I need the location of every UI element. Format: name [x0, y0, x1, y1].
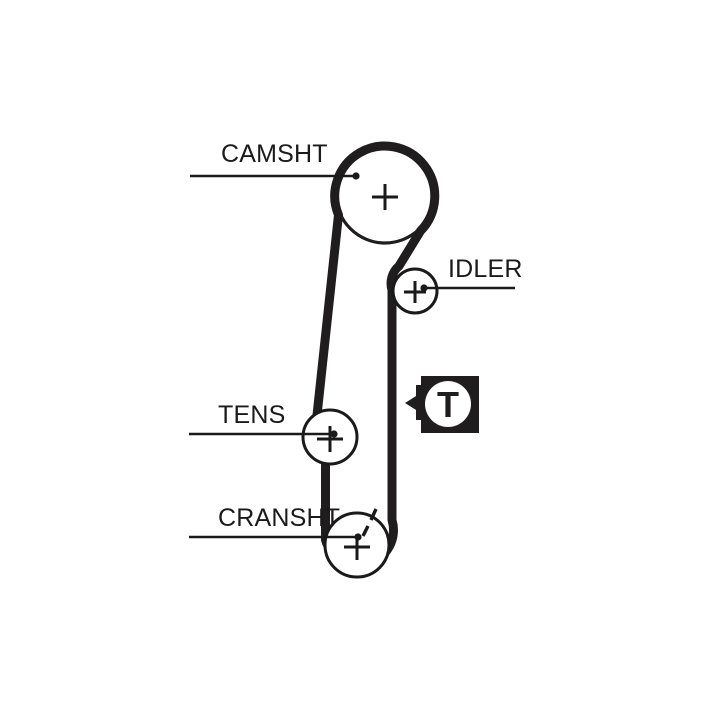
- idler-center-cross-icon: [404, 281, 426, 303]
- tensioner-label: TENS: [218, 401, 285, 429]
- crankshaft-pulley[interactable]: [323, 508, 391, 579]
- timing-direction-badge[interactable]: T: [405, 376, 479, 433]
- camshaft-center-cross-icon: [372, 184, 398, 210]
- camshaft-pulley-ring: [334, 143, 436, 245]
- camshaft-leader-dot: [352, 172, 360, 180]
- leader-lines-group: [189, 172, 515, 541]
- tensioner-pulley[interactable]: [301, 408, 359, 466]
- camshaft-pulley[interactable]: [334, 143, 436, 245]
- badge-disc: [425, 381, 471, 427]
- badge-letter: T: [437, 384, 459, 425]
- idler-label: IDLER: [448, 255, 523, 283]
- tensioner-leader-dot: [330, 430, 338, 438]
- idler-leader-dot: [420, 284, 428, 292]
- crankshaft-label: CRANSHT: [218, 504, 340, 532]
- camshaft-label: CAMSHT: [221, 140, 328, 168]
- crankshaft-leader-dot: [354, 533, 362, 541]
- tensioner-center-cross-icon: [317, 426, 343, 452]
- crankshaft-timing-mark-icon: [361, 508, 378, 537]
- idler-pulley[interactable]: [391, 267, 439, 315]
